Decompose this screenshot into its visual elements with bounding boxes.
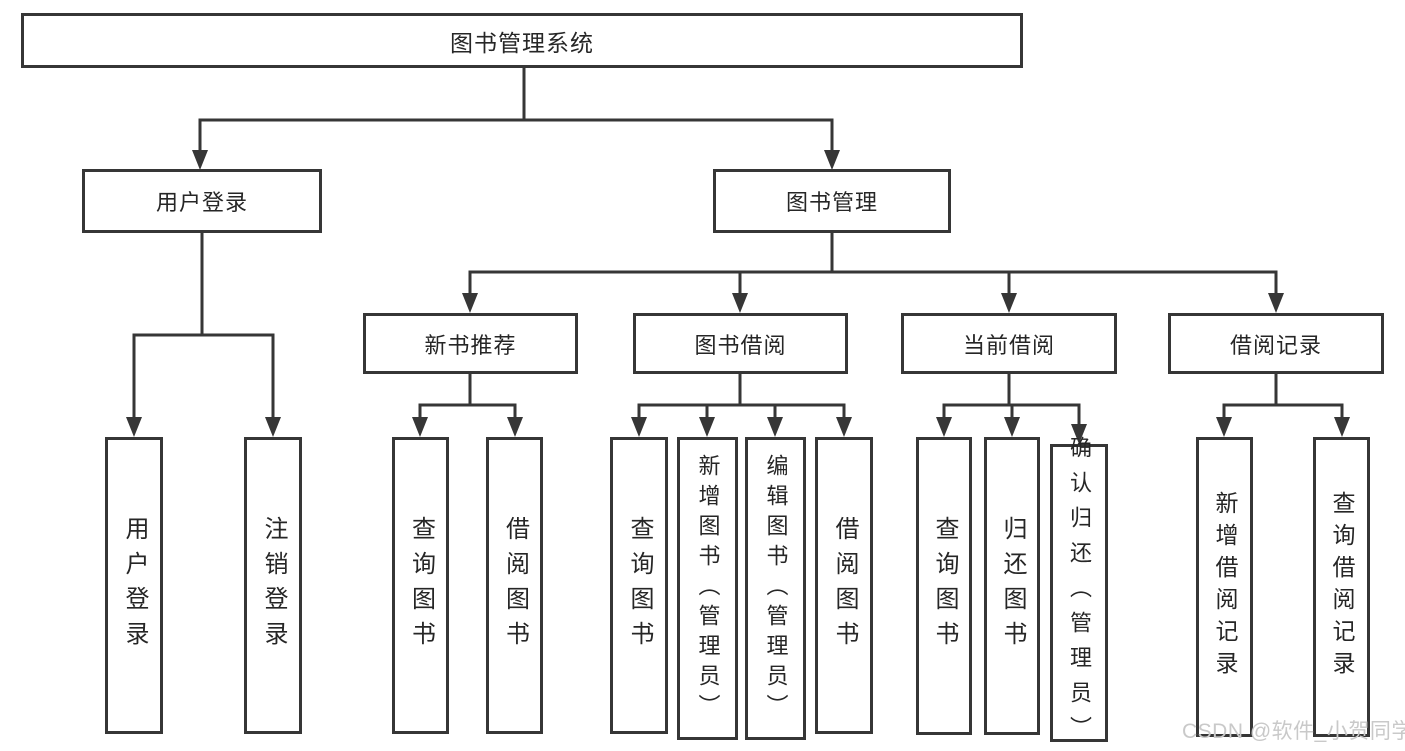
- arrowhead-icon: [1001, 293, 1017, 313]
- node-new-book-recommend-label: 新书推荐: [424, 332, 517, 358]
- arrowhead-icon: [1004, 417, 1020, 437]
- leaf-query-borrow-record: 查询借阅记录: [1313, 437, 1370, 737]
- node-borrow-records: 借阅记录: [1168, 313, 1384, 374]
- arrowhead-icon: [836, 417, 852, 437]
- node-root-label: 图书管理系统: [450, 29, 594, 56]
- arrowhead-icon: [126, 417, 142, 437]
- leaf-current-query-books: 查询图书: [916, 437, 972, 735]
- node-new-book-recommend: 新书推荐: [363, 313, 578, 374]
- arrowheads: [126, 150, 1350, 444]
- leaf-confirm-return-admin: 确认归还（管理员）: [1050, 436, 1108, 751]
- arrowhead-icon: [1268, 293, 1284, 313]
- node-current-borrow-label: 当前借阅: [962, 332, 1055, 358]
- arrowhead-icon: [631, 417, 647, 437]
- leaf-user-login: 用户登录: [105, 437, 163, 734]
- leaf-logout-label: 注销登录: [260, 515, 287, 656]
- leaf-recommend-query-books: 查询图书: [392, 437, 449, 734]
- node-book-management-label: 图书管理: [785, 190, 878, 215]
- node-book-borrow: 图书借阅: [633, 313, 848, 374]
- leaf-recommend-borrow-books: 借阅图书: [486, 437, 543, 734]
- leaf-add-borrow-record-label: 新增借阅记录: [1212, 491, 1238, 683]
- leaf-borrow-query-books: 查询图书: [610, 437, 668, 734]
- node-book-borrow-label: 图书借阅: [694, 332, 787, 358]
- leaf-edit-book-admin-label: 编辑图书（管理员）: [763, 453, 789, 724]
- leaf-return-book-label: 归还图书: [999, 516, 1026, 656]
- arrowhead-icon: [265, 417, 281, 437]
- arrowhead-icon: [1334, 417, 1350, 437]
- arrowhead-icon: [1216, 417, 1232, 437]
- node-borrow-records-label: 借阅记录: [1229, 332, 1322, 358]
- leaf-confirm-return-admin-label: 确认归还（管理员）: [1067, 435, 1092, 751]
- leaf-return-book: 归还图书: [984, 437, 1040, 735]
- arrowhead-icon: [507, 417, 523, 437]
- leaf-add-book-admin: 新增图书（管理员）: [677, 437, 738, 740]
- arrowhead-icon: [462, 293, 478, 313]
- arrowhead-icon: [412, 417, 428, 437]
- arrowhead-icon: [732, 293, 748, 313]
- arrowhead-icon: [824, 150, 840, 170]
- leaf-borrow-borrow-books-label: 借阅图书: [831, 515, 858, 656]
- leaf-recommend-borrow-books-label: 借阅图书: [501, 515, 529, 656]
- arrowhead-icon: [192, 150, 208, 170]
- leaf-recommend-query-books-label: 查询图书: [407, 515, 435, 656]
- leaf-query-borrow-record-label: 查询借阅记录: [1329, 491, 1355, 683]
- node-current-borrow: 当前借阅: [901, 313, 1117, 374]
- node-root: 图书管理系统: [21, 13, 1023, 68]
- leaf-current-query-books-label: 查询图书: [931, 516, 958, 656]
- leaf-add-borrow-record: 新增借阅记录: [1196, 437, 1253, 737]
- leaf-add-book-admin-label: 新增图书（管理员）: [695, 453, 721, 724]
- arrowhead-icon: [1071, 424, 1087, 444]
- leaf-borrow-query-books-label: 查询图书: [626, 515, 653, 656]
- node-user-login-label: 用户登录: [155, 190, 248, 215]
- connector-lines: [132, 66, 1344, 428]
- leaf-borrow-borrow-books: 借阅图书: [815, 437, 873, 734]
- arrowhead-icon: [936, 417, 952, 437]
- leaf-user-login-label: 用户登录: [121, 515, 148, 656]
- node-user-login: 用户登录: [82, 169, 322, 233]
- arrowhead-icon: [699, 417, 715, 437]
- watermark: CSDN @软件_小贺同学: [1182, 720, 1405, 743]
- arrowhead-icon: [767, 417, 783, 437]
- leaf-edit-book-admin: 编辑图书（管理员）: [745, 437, 806, 740]
- node-book-management: 图书管理: [713, 169, 951, 233]
- leaf-logout: 注销登录: [244, 437, 302, 734]
